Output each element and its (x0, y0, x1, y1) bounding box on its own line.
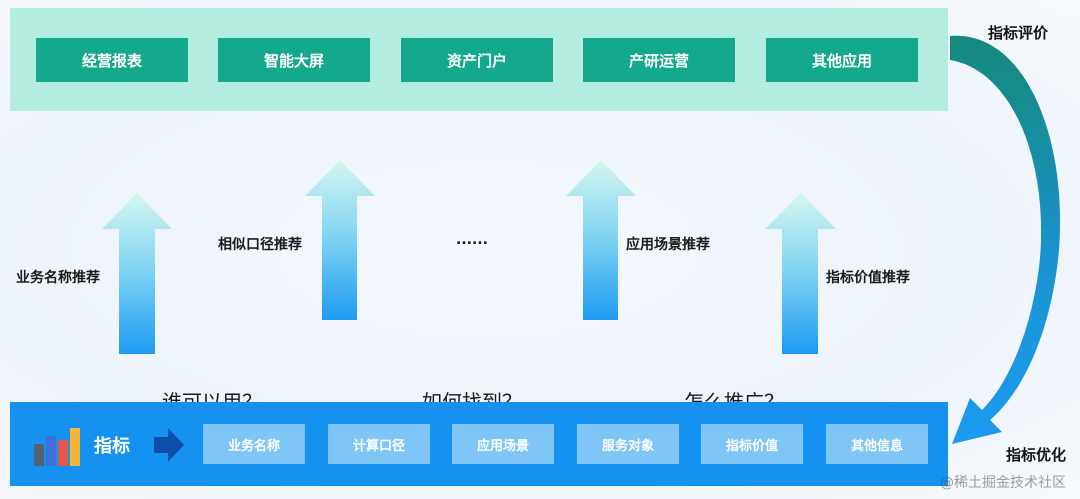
attr-service-target[interactable]: 服务对象 (577, 424, 679, 464)
up-arrow-icon (566, 160, 636, 320)
app-smart-screen[interactable]: 智能大屏 (218, 38, 370, 82)
up-arrow-icon (765, 193, 836, 354)
application-band: 经营报表 智能大屏 资产门户 产研运营 其他应用 (10, 8, 948, 111)
app-other-applications[interactable]: 其他应用 (766, 38, 918, 82)
app-business-report[interactable]: 经营报表 (36, 38, 188, 82)
attr-application-scenario[interactable]: 应用场景 (452, 424, 554, 464)
attr-calculation-definition[interactable]: 计算口径 (328, 424, 430, 464)
up-arrow-icon (305, 160, 375, 320)
up-arrow-icon (102, 193, 172, 354)
curved-arrow-icon (950, 35, 1061, 444)
evaluation-label: 指标评价 (988, 24, 1049, 42)
business-name-recommend-label: 业务名称推荐 (16, 270, 100, 286)
right-arrow-icon (154, 428, 184, 462)
attr-business-name[interactable]: 业务名称 (203, 424, 305, 464)
similar-definition-recommend-label: 相似口径推荐 (218, 237, 302, 253)
metric-band: 指标 业务名称 计算口径 应用场景 服务对象 指标价值 其他信息 (10, 402, 948, 486)
attr-metric-value[interactable]: 指标价值 (701, 424, 803, 464)
attr-other-info[interactable]: 其他信息 (826, 424, 928, 464)
optimization-label: 指标优化 (1006, 446, 1067, 464)
metric-title: 指标 (94, 436, 130, 457)
watermark: @稀土掘金技术社区 (940, 475, 1066, 491)
ellipsis-label: ...... (456, 232, 488, 248)
scenario-recommend-label: 应用场景推荐 (626, 237, 710, 253)
bar-chart-icon (34, 428, 80, 466)
value-recommend-label: 指标价值推荐 (826, 270, 910, 286)
app-asset-portal[interactable]: 资产门户 (401, 38, 553, 82)
app-rd-operations[interactable]: 产研运营 (583, 38, 735, 82)
